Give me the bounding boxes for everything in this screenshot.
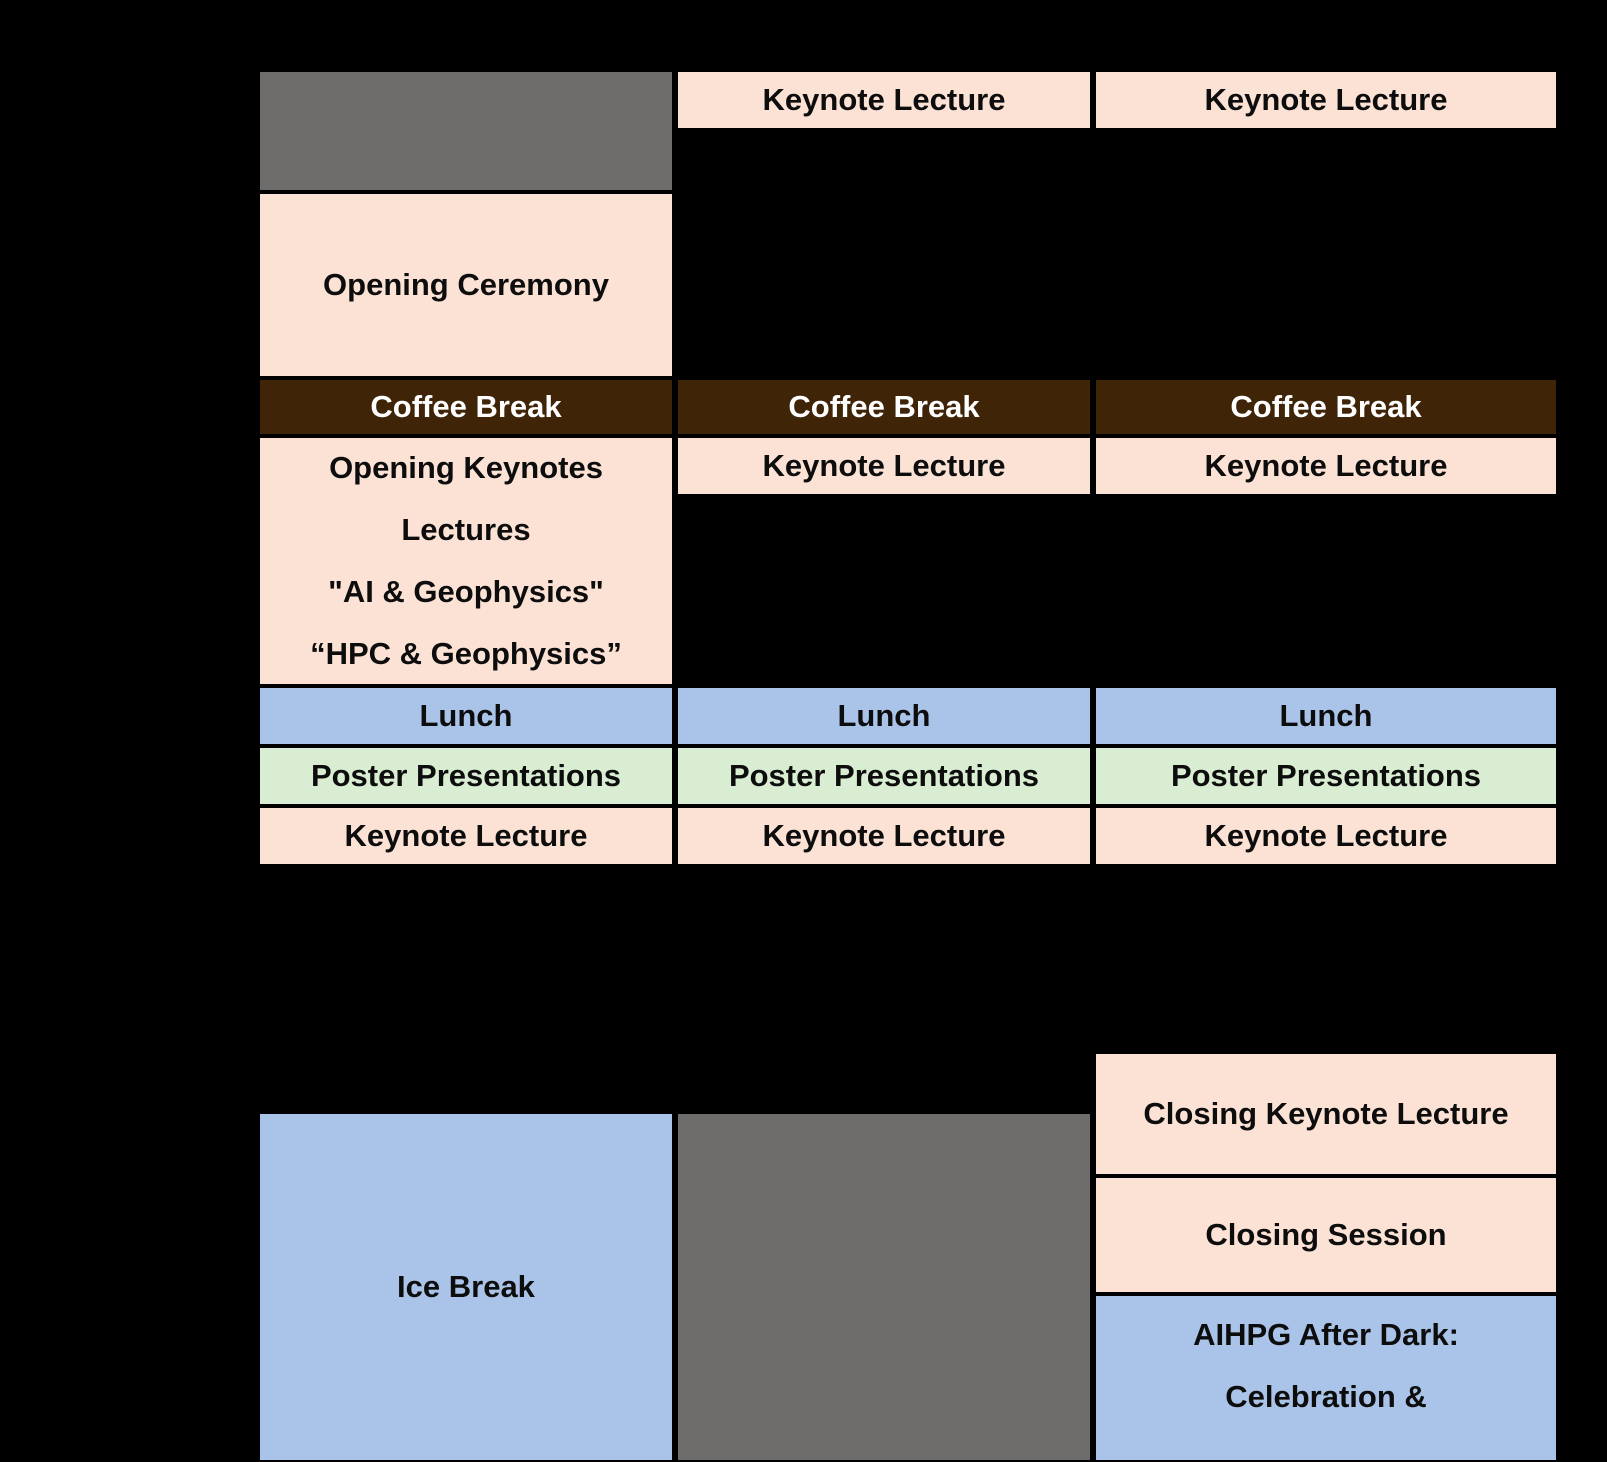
cell-day3-closing-keynote: Closing Keynote Lecture	[1094, 1052, 1558, 1176]
cell-label: Keynote Lecture	[1204, 818, 1448, 853]
cell-day2-keynote-afternoon: Keynote Lecture	[676, 806, 1092, 866]
cell-day1-coffee-break: Coffee Break	[258, 378, 674, 436]
cell-label-line: "AI & Geophysics"	[328, 574, 604, 609]
cell-label: Coffee Break	[1230, 389, 1422, 424]
cell-day3-poster-presentations: Poster Presentations	[1094, 746, 1558, 806]
cell-day1-poster-presentations: Poster Presentations	[258, 746, 674, 806]
cell-day2-keynote-morning: Keynote Lecture	[676, 436, 1092, 496]
cell-day1-keynote-afternoon: Keynote Lecture	[258, 806, 674, 866]
cell-day3-after-dark: AIHPG After Dark: Celebration &	[1094, 1294, 1558, 1462]
cell-label: Closing Keynote Lecture	[1143, 1096, 1509, 1131]
cell-day1-ice-break: Ice Break	[258, 1112, 674, 1462]
cell-label-line: AIHPG After Dark:	[1193, 1317, 1459, 1352]
cell-day3-keynote-morning: Keynote Lecture	[1094, 436, 1558, 496]
cell-day3-closing-session: Closing Session	[1094, 1176, 1558, 1294]
cell-day2-poster-presentations: Poster Presentations	[676, 746, 1092, 806]
cell-label: Keynote Lecture	[344, 818, 588, 853]
cell-day3-lunch: Lunch	[1094, 686, 1558, 746]
cell-label: Coffee Break	[370, 389, 562, 424]
cell-label: Keynote Lecture	[1204, 448, 1448, 483]
cell-label: Poster Presentations	[728, 758, 1040, 793]
cell-day2-keynote-early: Keynote Lecture	[676, 70, 1092, 130]
cell-label: Keynote Lecture	[762, 82, 1006, 117]
empty-slot-day1-early	[258, 70, 674, 192]
cell-label: Lunch	[837, 698, 931, 733]
cell-day2-coffee-break: Coffee Break	[676, 378, 1092, 436]
cell-label: Coffee Break	[788, 389, 980, 424]
cell-day1-opening-keynotes: Opening Keynotes Lectures "AI & Geophysi…	[258, 436, 674, 686]
cell-label: Opening Ceremony	[323, 267, 609, 302]
cell-label: Lunch	[1279, 698, 1373, 733]
cell-label-line: Lectures	[401, 512, 531, 547]
cell-day1-opening-ceremony: Opening Ceremony	[258, 192, 674, 378]
cell-label: Poster Presentations	[1170, 758, 1482, 793]
empty-slot-day2-evening	[676, 1112, 1092, 1462]
cell-label: Keynote Lecture	[1204, 82, 1448, 117]
cell-label-line: Celebration &	[1225, 1379, 1427, 1414]
cell-day1-lunch: Lunch	[258, 686, 674, 746]
cell-label: Keynote Lecture	[762, 448, 1006, 483]
cell-label: Lunch	[419, 698, 513, 733]
cell-day2-lunch: Lunch	[676, 686, 1092, 746]
cell-day3-keynote-early: Keynote Lecture	[1094, 70, 1558, 130]
cell-label: Poster Presentations	[310, 758, 622, 793]
cell-day3-coffee-break: Coffee Break	[1094, 378, 1558, 436]
cell-label: Closing Session	[1205, 1217, 1447, 1252]
cell-day3-keynote-afternoon: Keynote Lecture	[1094, 806, 1558, 866]
cell-label-line: Opening Keynotes	[329, 450, 603, 485]
cell-label: Keynote Lecture	[762, 818, 1006, 853]
cell-label: Ice Break	[397, 1269, 535, 1304]
cell-label-line: “HPC & Geophysics”	[310, 636, 622, 671]
